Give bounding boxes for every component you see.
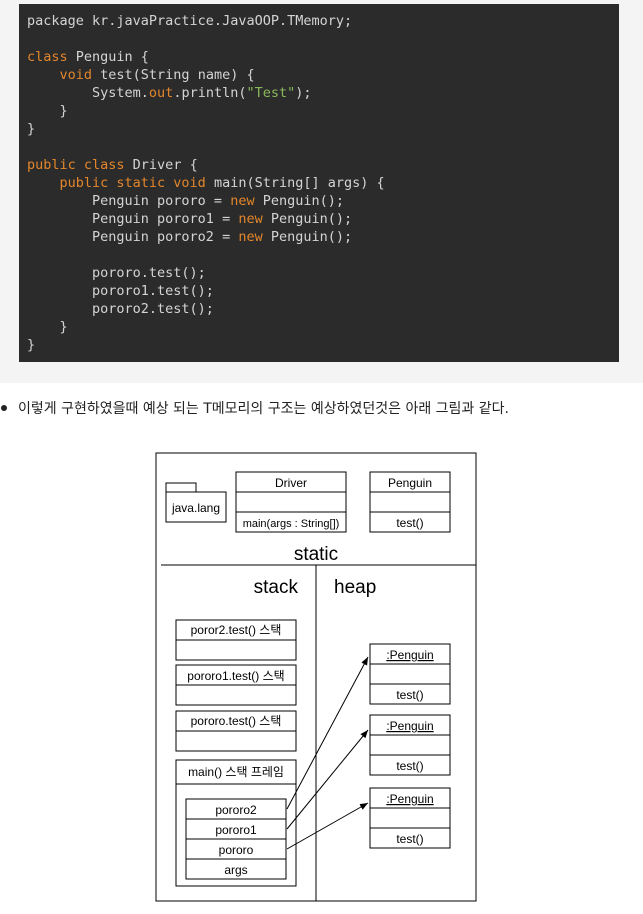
code-block: package kr.javaPractice.JavaOOP.TMemory;… bbox=[19, 4, 619, 362]
code-token: public class bbox=[27, 157, 125, 173]
code-line: Penguin pororo = new Penguin(); bbox=[27, 192, 344, 210]
code-token: } bbox=[27, 337, 36, 353]
stack-area-label: stack bbox=[254, 577, 299, 598]
code-line: Penguin pororo2 = new Penguin(); bbox=[27, 228, 352, 246]
code-token: new bbox=[230, 193, 255, 209]
code-token: Penguin pororo1 = bbox=[27, 211, 239, 227]
stack-frame-pororo: pororo.test() 스택 bbox=[175, 710, 297, 752]
code-line: public class Driver { bbox=[27, 156, 198, 174]
static-area-label: static bbox=[294, 544, 338, 565]
code-line: pororo.test(); bbox=[27, 264, 206, 282]
code-line: } bbox=[27, 120, 35, 138]
code-line: } bbox=[27, 336, 35, 354]
code-token: main(String[] args) { bbox=[205, 175, 385, 191]
heap-area-label: heap bbox=[334, 577, 376, 598]
code-token: pororo2.test(); bbox=[27, 301, 214, 317]
code-token: Penguin { bbox=[67, 49, 149, 65]
code-token: } bbox=[27, 121, 36, 137]
variable-args: args bbox=[224, 863, 247, 877]
stack-frame-pororo2: poror2.test() 스택 bbox=[175, 619, 297, 661]
code-line: pororo2.test(); bbox=[27, 300, 214, 318]
code-token: void bbox=[59, 67, 93, 83]
code-token: pororo.test(); bbox=[27, 265, 206, 281]
code-token: new bbox=[238, 229, 263, 245]
penguin-class-box bbox=[369, 471, 451, 533]
instance-title: :Penguin bbox=[386, 719, 433, 733]
code-token: .println( bbox=[173, 85, 247, 101]
penguin-instance-3: :Penguin test() bbox=[369, 787, 451, 849]
variable-pororo2: pororo2 bbox=[215, 803, 257, 817]
code-token: Penguin(); bbox=[262, 211, 353, 227]
instance-title: :Penguin bbox=[386, 648, 433, 662]
code-token: ); bbox=[295, 85, 312, 101]
code-token: pororo1.test(); bbox=[27, 283, 214, 299]
code-line: } bbox=[27, 318, 68, 336]
main-frame-label: main() 스택 프레임 bbox=[188, 765, 284, 779]
code-token: Penguin pororo2 = bbox=[27, 229, 239, 245]
instance-title: :Penguin bbox=[386, 792, 433, 806]
code-line: pororo1.test(); bbox=[27, 282, 214, 300]
description-text: 이렇게 구현하였을때 예상 되는 T메모리의 구조는 예상하였던것은 아래 그림… bbox=[18, 401, 509, 417]
main-stack-frame: main() 스택 프레임 pororo2 pororo1 pororo arg… bbox=[175, 759, 297, 887]
code-token: Penguin(); bbox=[254, 193, 344, 209]
code-line: package kr.javaPractice.JavaOOP.TMemory; bbox=[27, 12, 352, 30]
code-token: System. bbox=[27, 85, 149, 101]
code-line: System.out.println("Test"); bbox=[27, 84, 312, 102]
code-token: Penguin pororo = bbox=[27, 193, 231, 209]
code-line: } bbox=[27, 102, 68, 120]
instance-method: test() bbox=[396, 688, 423, 702]
penguin-instance-1: :Penguin test() bbox=[369, 643, 451, 705]
stack-frame-label: pororo1.test() 스택 bbox=[187, 669, 284, 683]
reference-arrow-pororo2 bbox=[286, 656, 369, 810]
instance-method: test() bbox=[396, 832, 423, 846]
code-token: Penguin(); bbox=[262, 229, 353, 245]
java-lang-package bbox=[165, 491, 227, 523]
code-line: Penguin pororo1 = new Penguin(); bbox=[27, 210, 352, 228]
code-token: package kr.javaPractice.JavaOOP.TMemory; bbox=[27, 13, 353, 29]
code-token: public static void bbox=[59, 175, 206, 191]
reference-arrow-pororo1 bbox=[286, 729, 369, 830]
code-token: class bbox=[27, 49, 68, 65]
variable-pororo: pororo bbox=[219, 843, 254, 857]
variable-pororo1: pororo1 bbox=[215, 823, 257, 837]
code-line: public static void main(String[] args) { bbox=[27, 174, 385, 192]
driver-class-title: Driver bbox=[275, 476, 307, 490]
code-token: } bbox=[27, 319, 68, 335]
stack-frame-pororo1: pororo1.test() 스택 bbox=[175, 664, 297, 706]
code-line: class Penguin { bbox=[27, 48, 149, 66]
penguin-class-title: Penguin bbox=[388, 476, 432, 490]
code-token: } bbox=[27, 103, 68, 119]
code-token: test(String name) { bbox=[92, 67, 255, 83]
code-token: "Test" bbox=[246, 85, 296, 101]
bullet-icon bbox=[1, 405, 7, 411]
reference-arrow-pororo bbox=[286, 802, 369, 850]
penguin-class-method: test() bbox=[396, 516, 423, 530]
code-token: Driver { bbox=[124, 157, 198, 173]
code-token: out bbox=[148, 85, 174, 101]
instance-method: test() bbox=[396, 759, 423, 773]
java-lang-label: java.lang bbox=[171, 501, 220, 515]
stack-frame-label: poror2.test() 스택 bbox=[191, 623, 282, 637]
stack-frame-label: pororo.test() 스택 bbox=[191, 714, 282, 728]
code-token: new bbox=[238, 211, 263, 227]
code-line: void test(String name) { bbox=[27, 66, 255, 84]
penguin-instance-2: :Penguin test() bbox=[369, 714, 451, 776]
driver-class-method: main(args : String[]) bbox=[243, 518, 340, 530]
driver-class-box bbox=[235, 471, 347, 533]
